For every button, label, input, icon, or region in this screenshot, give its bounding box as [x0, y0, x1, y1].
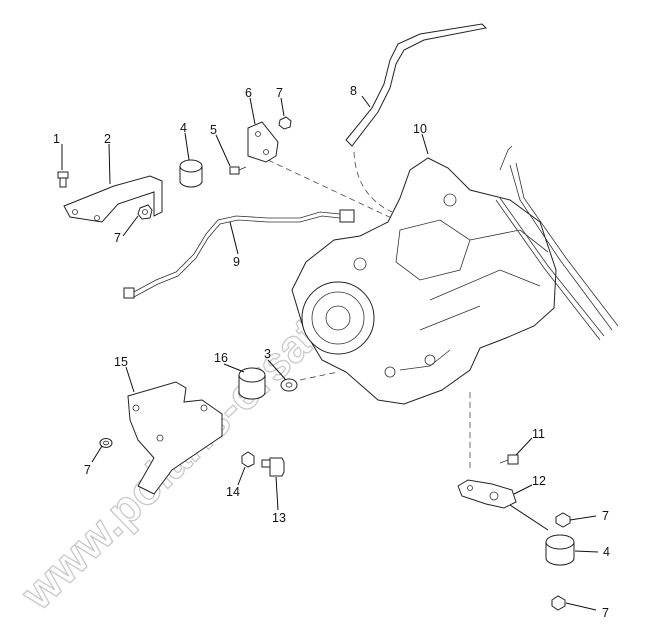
callout-7: 7	[602, 509, 609, 523]
part-16-rubber-mount	[238, 367, 266, 400]
leader-line	[280, 97, 285, 117]
leader-line	[122, 215, 139, 237]
leader-line	[249, 97, 256, 125]
callout-11: 11	[532, 427, 545, 441]
leader-line	[513, 484, 533, 495]
callout-2: 2	[104, 132, 111, 146]
leader-line	[509, 504, 549, 531]
leader-lines	[61, 95, 599, 611]
callout-13: 13	[272, 511, 286, 525]
callout-7: 7	[276, 86, 283, 100]
part-4-rubber-mount	[545, 534, 575, 566]
callout-4: 4	[180, 121, 187, 135]
leader-line	[223, 363, 245, 373]
callout-5: 5	[210, 123, 217, 137]
part-7-nut	[551, 595, 566, 611]
callout-7: 7	[602, 606, 609, 620]
callout-8: 8	[350, 84, 357, 98]
part-3-washer	[280, 378, 298, 392]
leader-line	[229, 221, 239, 255]
part-12-plate	[457, 479, 517, 509]
leader-line	[267, 359, 287, 381]
callout-10: 10	[413, 122, 427, 136]
leader-line	[574, 550, 599, 553]
callout-7: 7	[114, 231, 121, 245]
leader-line	[215, 134, 231, 167]
leader-line	[237, 466, 246, 486]
leader-line	[91, 445, 103, 463]
callout-1: 1	[53, 132, 60, 146]
callout-3: 3	[264, 347, 271, 361]
part-6-plate	[247, 121, 279, 163]
part-7-nut	[137, 204, 153, 220]
part-8-rod	[345, 23, 488, 147]
callout-7: 7	[84, 463, 91, 477]
leader-line	[421, 133, 429, 155]
leader-line	[184, 132, 190, 161]
part-4-rubber-mount	[179, 159, 203, 188]
part-7-nut	[278, 116, 292, 130]
callout-9: 9	[233, 255, 240, 269]
part-9-cable	[123, 209, 355, 299]
callout-6: 6	[245, 86, 252, 100]
callout-14: 14	[226, 485, 240, 499]
leader-line	[361, 95, 371, 108]
leader-line	[569, 515, 597, 521]
part-10-engine	[291, 145, 619, 405]
callout-labels: 1 2 3 4 4 5 6 7 7 7 7 7 8 9 10 11 12 13 …	[53, 84, 610, 620]
callout-16: 16	[214, 351, 228, 365]
callout-4: 4	[603, 545, 610, 559]
leader-line	[515, 437, 533, 456]
part-11-bolt	[499, 454, 519, 465]
part-13-bolt	[261, 457, 285, 477]
part-2-bracket	[63, 175, 163, 223]
part-7-washer	[99, 438, 113, 448]
part-7-nut	[555, 512, 571, 528]
part-1-bolt	[57, 171, 69, 188]
callout-15: 15	[114, 355, 128, 369]
part-5-bolt	[229, 166, 247, 175]
callout-12: 12	[532, 474, 546, 488]
part-14-nut	[241, 451, 255, 468]
alignment-line	[299, 371, 339, 381]
alignment-line	[267, 159, 401, 223]
leader-line	[275, 476, 279, 511]
leader-line	[125, 366, 135, 393]
leader-line	[565, 602, 597, 611]
part-15-bracket	[127, 381, 223, 495]
leader-line	[108, 143, 111, 185]
